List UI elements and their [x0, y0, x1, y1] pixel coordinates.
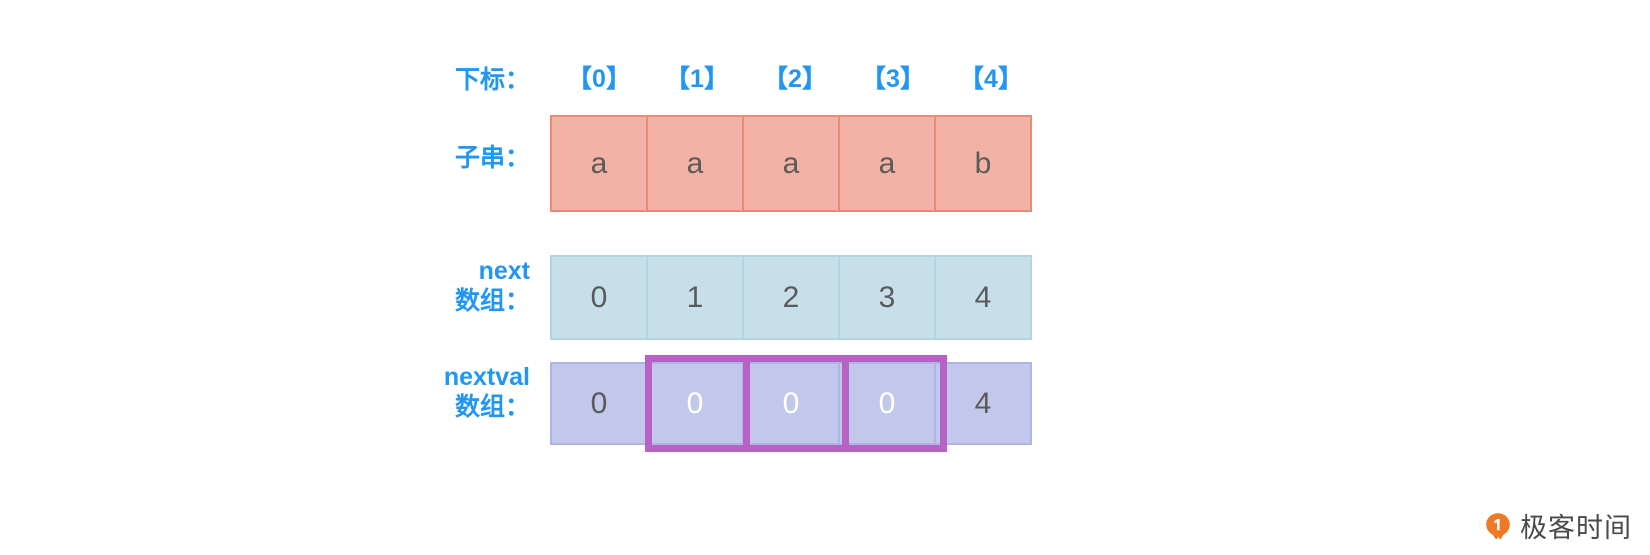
index-header-cell: 【1】: [665, 65, 729, 93]
substring-cell: a: [550, 115, 648, 212]
nextval-cell: 4: [934, 362, 1032, 445]
next-cell: 1: [646, 255, 744, 340]
nextval-cell-highlighted: 0: [742, 362, 840, 445]
watermark: 极客时间: [1484, 506, 1632, 545]
row-label-nextval: nextval 数组：: [443, 363, 530, 421]
index-header-cell: 【4】: [959, 65, 1023, 93]
substring-cell: a: [838, 115, 936, 212]
next-cell: 4: [934, 255, 1032, 340]
next-array-row: 0 1 2 3 4: [550, 255, 1040, 340]
watermark-text: 极客时间: [1520, 513, 1632, 544]
nextval-cell-highlighted: 0: [646, 362, 744, 445]
index-header-cell: 【2】: [763, 65, 827, 93]
substring-cell: a: [742, 115, 840, 212]
nextval-array-row: 0 0 0 0 4: [550, 362, 1040, 445]
next-cell: 3: [838, 255, 936, 340]
nextval-cell-highlighted: 0: [838, 362, 936, 445]
row-label-substring: 子串：: [454, 144, 530, 172]
index-header-row: 【0】 【1】 【2】 【3】 【4】: [550, 63, 1040, 95]
row-label-next: next 数组：: [454, 257, 530, 315]
nextval-cell: 0: [550, 362, 648, 445]
index-header-cell: 【0】: [567, 65, 631, 93]
substring-cell: a: [646, 115, 744, 212]
substring-cell: b: [934, 115, 1032, 212]
substring-row: a a a a b: [550, 115, 1040, 212]
next-cell: 0: [550, 255, 648, 340]
index-header-cell: 【3】: [861, 65, 925, 93]
geekbang-logo-icon: [1484, 512, 1512, 540]
next-cell: 2: [742, 255, 840, 340]
row-label-index: 下标：: [454, 66, 530, 94]
